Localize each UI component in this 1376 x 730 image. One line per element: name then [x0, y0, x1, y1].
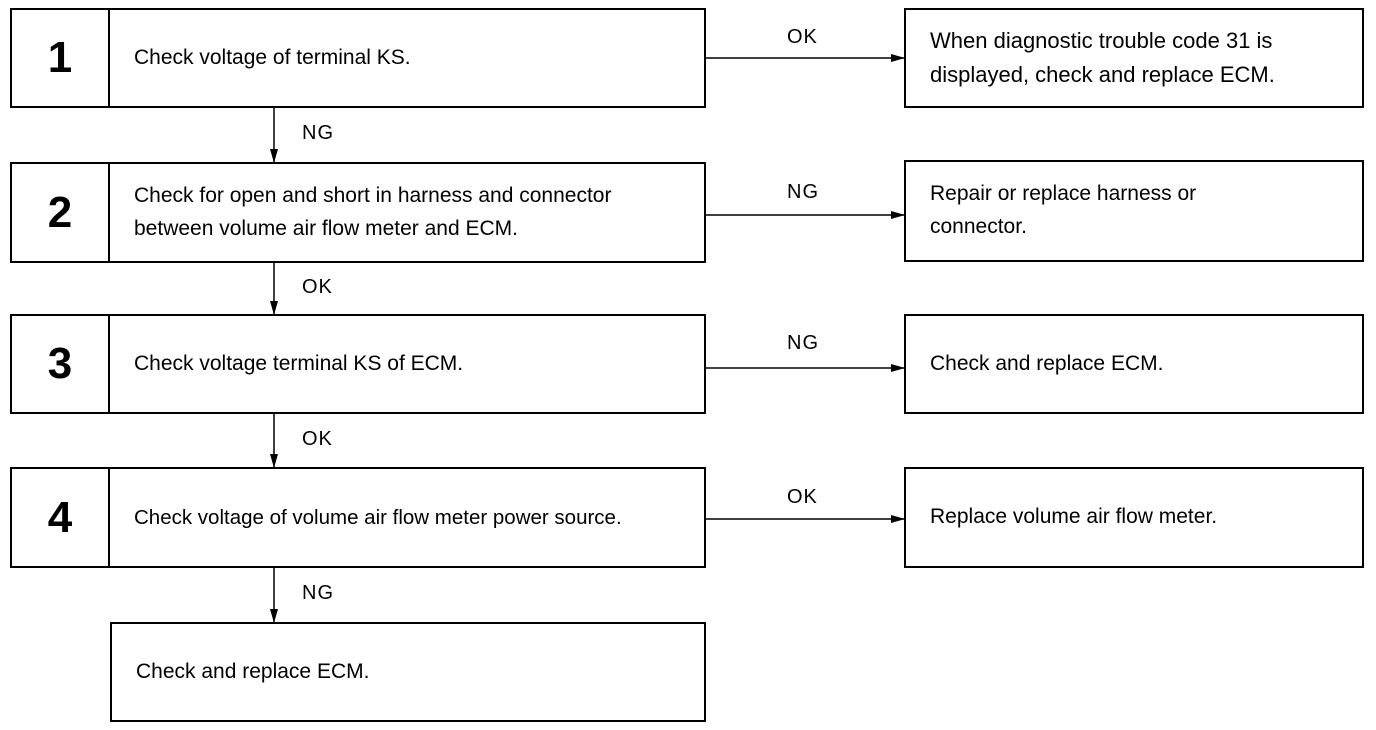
- step-2-result-box: Repair or replace harness or connector.: [904, 160, 1364, 262]
- step-1-branch-label: OK: [787, 26, 818, 48]
- step-3-result-box: Check and replace ECM.: [904, 314, 1364, 414]
- step-4-result-text: Replace volume air flow meter.: [930, 505, 1218, 529]
- step-1-number: 1: [12, 10, 110, 106]
- step-1-next-label: NG: [302, 122, 334, 144]
- step-4-box: 4 Check voltage of volume air flow meter…: [10, 467, 706, 568]
- step-2-number: 2: [12, 164, 110, 261]
- step-2-branch-label: NG: [787, 181, 819, 203]
- step-2-result-text: Repair or replace harness or connector.: [930, 182, 1197, 238]
- step-4-text: Check voltage of volume air flow meter p…: [134, 505, 622, 529]
- step-4-number: 4: [12, 469, 110, 566]
- final-box: Check and replace ECM.: [110, 622, 706, 722]
- step-2-box: 2 Check for open and short in harness an…: [10, 162, 706, 263]
- step-4-next-label: NG: [302, 582, 334, 604]
- step-4-branch-label: OK: [787, 486, 818, 508]
- step-1-text: Check voltage of terminal KS.: [134, 45, 411, 69]
- step-3-result-text: Check and replace ECM.: [930, 351, 1164, 375]
- step-3-next-label: OK: [302, 428, 333, 450]
- step-4-result-box: Replace volume air flow meter.: [904, 467, 1364, 568]
- step-3-branch-label: NG: [787, 332, 819, 354]
- step-1-box: 1 Check voltage of terminal KS.: [10, 8, 706, 108]
- step-3-text: Check voltage terminal KS of ECM.: [134, 351, 464, 375]
- step-2-next-label: OK: [302, 276, 333, 298]
- step-3-number: 3: [12, 316, 110, 412]
- step-1-result-text: When diagnostic trouble code 31 is displ…: [930, 27, 1275, 87]
- step-2-text: Check for open and short in harness and …: [134, 183, 612, 240]
- step-3-box: 3 Check voltage terminal KS of ECM.: [10, 314, 706, 414]
- step-1-result-box: When diagnostic trouble code 31 is displ…: [904, 8, 1364, 108]
- final-text: Check and replace ECM.: [136, 659, 370, 683]
